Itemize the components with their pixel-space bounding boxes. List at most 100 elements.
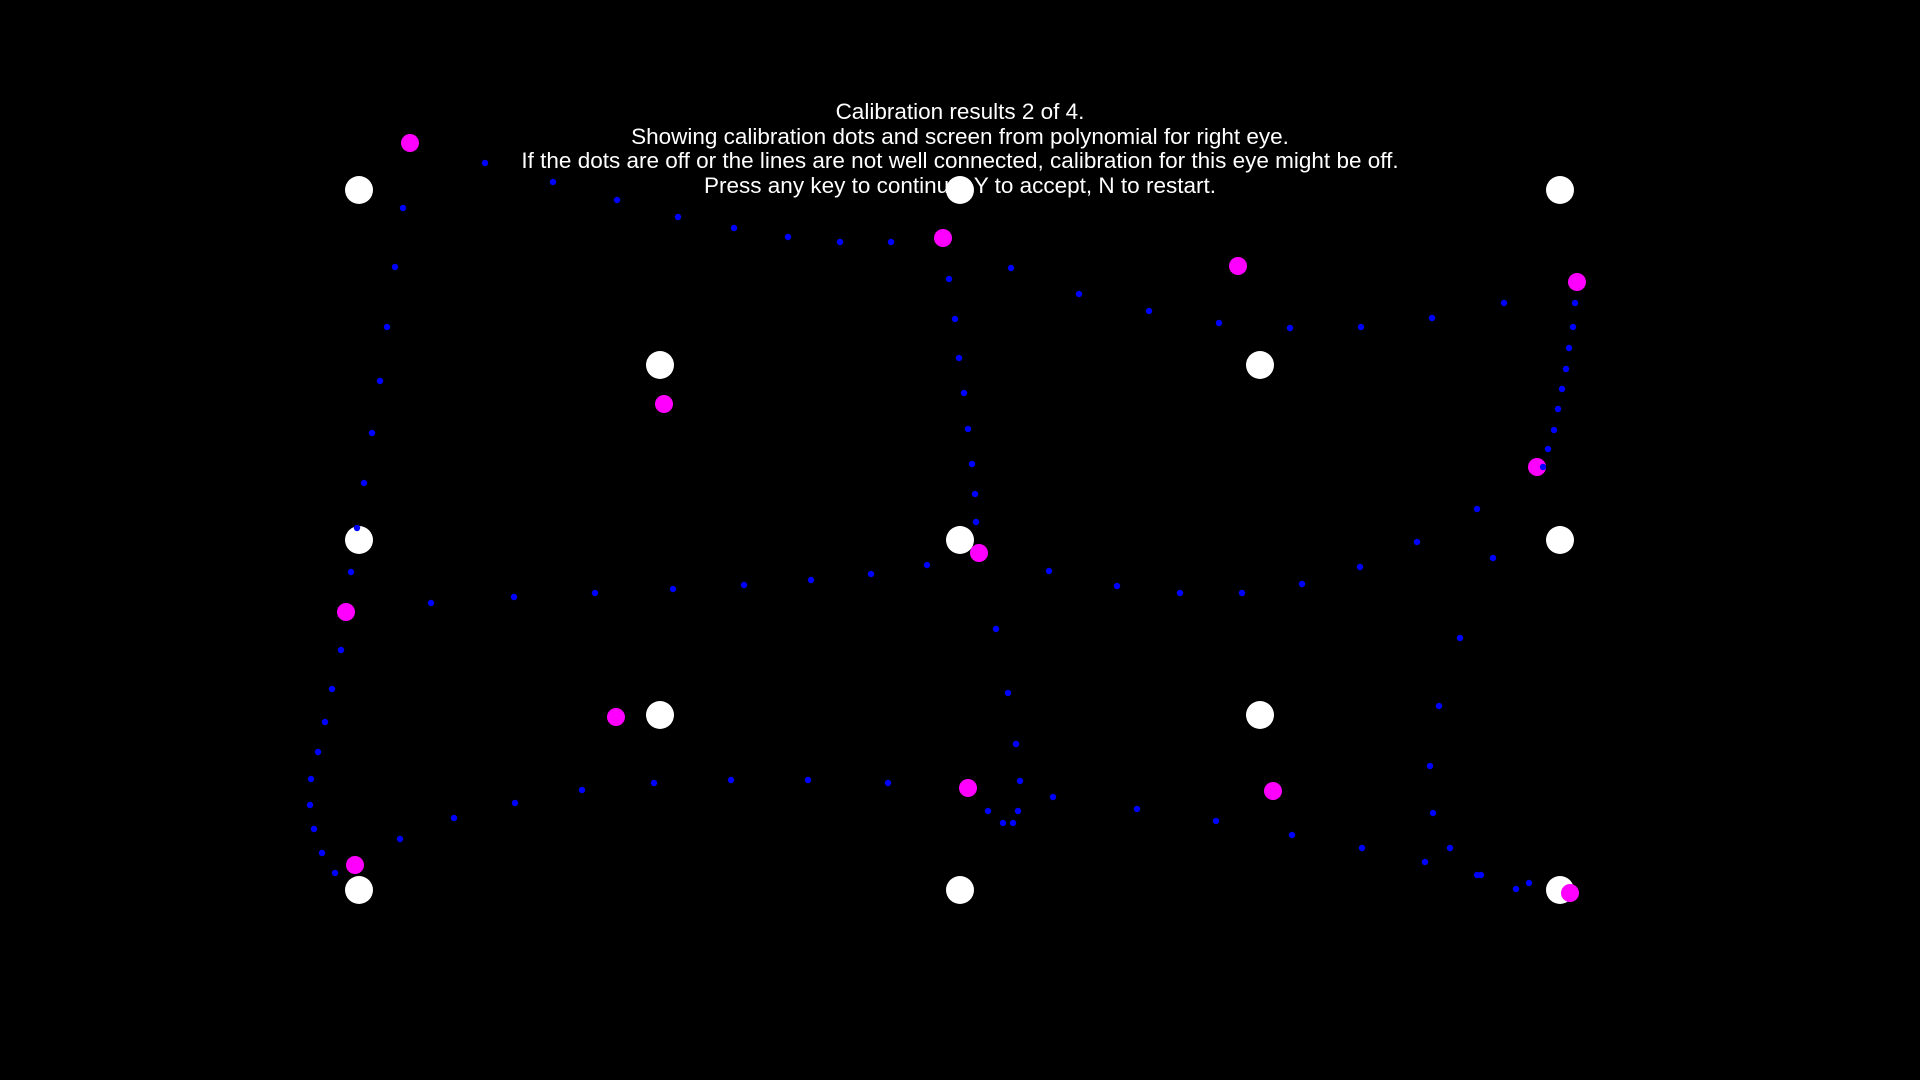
mesh-grid-dot	[730, 224, 738, 232]
mesh-grid-dot	[669, 585, 677, 593]
measured-gaze-dot	[655, 395, 673, 413]
calibration-target-dot	[946, 526, 974, 554]
mesh-grid-dot	[964, 425, 972, 433]
mesh-grid-dot	[306, 801, 314, 809]
mesh-grid-dot	[923, 561, 931, 569]
measured-gaze-dot	[970, 544, 988, 562]
mesh-grid-dot	[1004, 689, 1012, 697]
mesh-grid-dot	[807, 576, 815, 584]
mesh-grid-dot	[399, 204, 407, 212]
mesh-grid-dot	[1215, 319, 1223, 327]
mesh-grid-dot	[578, 786, 586, 794]
mesh-grid-dot	[1571, 299, 1579, 307]
mesh-grid-dot	[1421, 858, 1429, 866]
mesh-grid-dot	[674, 213, 682, 221]
measured-gaze-dot	[959, 779, 977, 797]
mesh-grid-dot	[960, 389, 968, 397]
mesh-grid-dot	[1357, 323, 1365, 331]
measured-gaze-dot	[1561, 884, 1579, 902]
mesh-grid-dot	[1565, 344, 1573, 352]
measured-gaze-dot	[934, 229, 952, 247]
mesh-grid-dot	[1473, 505, 1481, 513]
calibration-target-dot	[1246, 701, 1274, 729]
mesh-grid-dot	[804, 776, 812, 784]
mesh-grid-dot	[955, 354, 963, 362]
mesh-grid-dot	[1113, 582, 1121, 590]
calibration-target-dot	[646, 701, 674, 729]
mesh-grid-dot	[1176, 589, 1184, 597]
mesh-grid-dot	[1428, 314, 1436, 322]
mesh-grid-dot	[1012, 740, 1020, 748]
measured-gaze-dot	[1229, 257, 1247, 275]
mesh-grid-dot	[1569, 323, 1577, 331]
mesh-grid-dot	[727, 776, 735, 784]
mesh-grid-dot	[1358, 844, 1366, 852]
mesh-grid-dot	[450, 814, 458, 822]
mesh-grid-dot	[968, 460, 976, 468]
mesh-grid-dot	[1477, 871, 1485, 879]
mesh-grid-dot	[1489, 554, 1497, 562]
mesh-grid-dot	[1145, 307, 1153, 315]
mesh-grid-dot	[1014, 807, 1022, 815]
calibration-target-dot	[1546, 526, 1574, 554]
mesh-grid-dot	[887, 238, 895, 246]
mesh-grid-dot	[1356, 563, 1364, 571]
mesh-grid-dot	[591, 589, 599, 597]
mesh-grid-dot	[1007, 264, 1015, 272]
mesh-grid-dot	[1435, 702, 1443, 710]
measured-gaze-dot	[1568, 273, 1586, 291]
mesh-grid-dot	[347, 568, 355, 576]
measured-gaze-dot	[607, 708, 625, 726]
measured-gaze-dot	[401, 134, 419, 152]
mesh-grid-dot	[427, 599, 435, 607]
mesh-grid-dot	[383, 323, 391, 331]
mesh-grid-dot	[1016, 777, 1024, 785]
calibration-target-dot	[1246, 351, 1274, 379]
mesh-grid-dot	[1558, 385, 1566, 393]
measured-gaze-dot	[1528, 458, 1546, 476]
measured-gaze-dot	[1264, 782, 1282, 800]
mesh-grid-dot	[1429, 809, 1437, 817]
mesh-grid-dot	[945, 275, 953, 283]
mesh-grid-dot	[992, 625, 1000, 633]
mesh-grid-dot	[481, 159, 489, 167]
calibration-target-dot	[345, 176, 373, 204]
mesh-grid-dot	[984, 807, 992, 815]
mesh-grid-dot	[1049, 793, 1057, 801]
mesh-grid-dot	[1500, 299, 1508, 307]
mesh-grid-dot	[1544, 445, 1552, 453]
mesh-grid-dot	[310, 825, 318, 833]
mesh-grid-dot	[1525, 879, 1533, 887]
calibration-target-dot	[345, 876, 373, 904]
mesh-grid-dot	[972, 518, 980, 526]
mesh-grid-dot	[1075, 290, 1083, 298]
mesh-grid-dot	[1426, 762, 1434, 770]
mesh-grid-dot	[740, 581, 748, 589]
mesh-grid-dot	[1286, 324, 1294, 332]
mesh-grid-dot	[884, 779, 892, 787]
mesh-grid-dot	[353, 524, 361, 532]
mesh-grid-dot	[1562, 365, 1570, 373]
calibration-target-dot	[1546, 176, 1574, 204]
mesh-grid-dot	[331, 869, 339, 877]
mesh-grid-dot	[510, 593, 518, 601]
mesh-grid-dot	[1045, 567, 1053, 575]
mesh-grid-dot	[867, 570, 875, 578]
mesh-grid-dot	[318, 849, 326, 857]
mesh-grid-dot	[1009, 819, 1017, 827]
mesh-grid-dot	[511, 799, 519, 807]
mesh-grid-dot	[360, 479, 368, 487]
mesh-grid-dot	[368, 429, 376, 437]
calibration-target-dot	[345, 526, 373, 554]
mesh-grid-dot	[391, 263, 399, 271]
mesh-grid-dot	[1238, 589, 1246, 597]
mesh-grid-dot	[999, 819, 1007, 827]
mesh-grid-dot	[307, 775, 315, 783]
mesh-grid-dot	[1446, 844, 1454, 852]
mesh-grid-dot	[613, 196, 621, 204]
mesh-grid-dot	[1550, 426, 1558, 434]
mesh-grid-dot	[396, 835, 404, 843]
mesh-grid-dot	[1212, 817, 1220, 825]
